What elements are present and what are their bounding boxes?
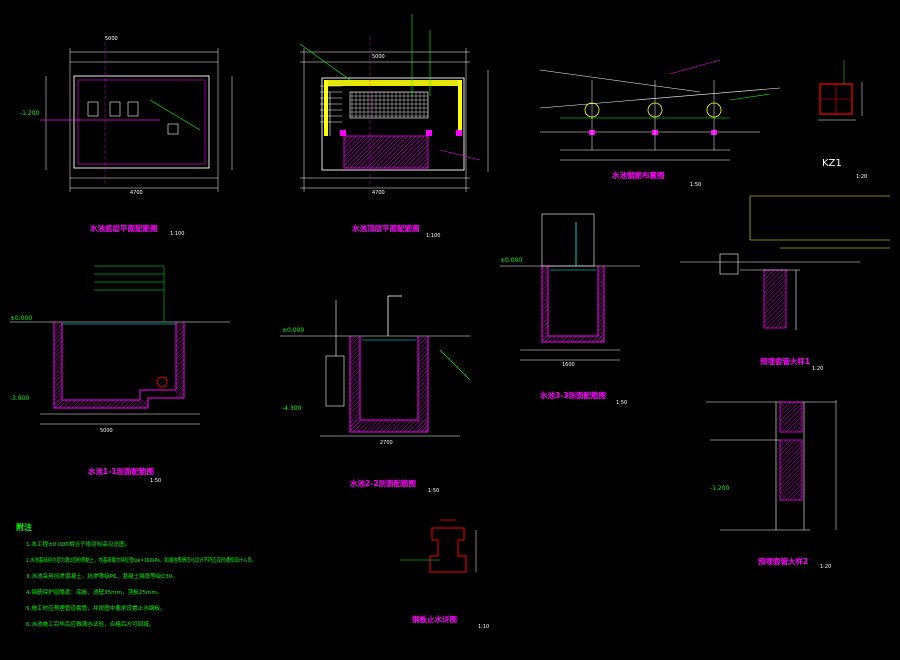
scale-section-1: 1:50 [150,478,161,484]
caption-plan-top: 水池顶层平面配筋图 [352,223,420,233]
dim-s2: 2700 [380,440,393,446]
scale-detail-2: 1:20 [820,564,831,570]
dim-s1: 5000 [100,428,113,434]
section-2-2-view: ±0.000 -4.300 2700 水池2-2剖面配筋图 1:50 [280,295,471,494]
note-line-2: 2.水池基础持力层为第2层粉质黏土，地基承载力特征值fak=160kPa，如遇地… [26,556,256,564]
plan-top-view: 5000 4700 水池顶层平面配筋图 1:100 [299,14,489,239]
caption-detail-2: 预埋套管大样2 [758,556,808,566]
scale-pipe-detail: 1:50 [690,182,701,188]
dim-plan2-top: 5000 [372,54,385,60]
pipe-detail-view: 水池钢筋布置图 1:50 [539,59,781,188]
note-line-4: 4.钢筋保护层厚度：底板、池壁35mm，顶板25mm。 [26,588,162,596]
scale-plan-bottom: 1:100 [170,231,184,237]
dim-plan1-bottom: 4700 [130,190,143,196]
elev-s2-top: ±0.000 [282,327,304,334]
column-kz1-detail: KZ1 1:20 [818,60,867,180]
scale-beam-detail: 1:10 [478,624,489,630]
plan-bottom-view: 5000 4700 -1.200 水池底层平面配筋图 1:100 [20,36,233,237]
caption-plan-bottom: 水池底层平面配筋图 [90,223,158,233]
elev-s2-bottom: -4.300 [282,405,302,412]
detail-1-view: 预埋套管大样1 1:20 [680,195,890,372]
caption-section-2: 水池2-2剖面配筋图 [350,478,417,488]
note-line-5: 5.施工时应预埋管道套管，并按图中要求设置止水钢板。 [26,604,166,612]
general-notes: 附注 1.本工程±0.000相当于绝对标高见总图。 2.水池基础持力层为第2层粉… [16,522,256,628]
scale-section-2: 1:50 [428,488,439,494]
scale-section-3: 1:50 [616,400,627,406]
notes-heading: 附注 [16,522,32,532]
dim-s3: 1600 [562,362,575,368]
elev-s1-bottom: -3.900 [10,395,30,402]
elev-plan1: -1.200 [20,110,40,117]
caption-section-3: 水池3-3剖面配筋图 [540,390,607,400]
scale-plan-top: 1:100 [426,233,440,239]
elev-s3-top: ±0.000 [500,257,522,264]
section-3-3-view: ±0.000 1600 水池3-3剖面配筋图 1:50 [500,213,640,406]
caption-pipe-detail: 水池钢筋布置图 [612,170,665,180]
note-line-1: 1.本工程±0.000相当于绝对标高见总图。 [26,540,130,548]
elev-s1-top: ±0.000 [10,315,32,322]
caption-beam-detail: 钢板止水详图 [412,614,457,624]
column-label: KZ1 [822,158,842,169]
detail-2-view: -1.200 预埋套管大样2 1:20 [706,400,837,570]
scale-detail-1: 1:20 [812,366,823,372]
note-line-6: 6.水池施工完毕后应做满水试验，合格后方可回填。 [26,620,154,628]
note-line-3: 3.水池采用抗渗混凝土，抗渗等级P6，混凝土强度等级C30。 [26,572,178,580]
caption-detail-1: 预埋套管大样1 [760,356,810,366]
caption-section-1: 水池1-1剖面配筋图 [88,466,155,476]
dim-plan2-bottom: 4700 [372,190,385,196]
beam-detail-view: 钢板止水详图 1:10 [400,519,489,630]
dim-plan1-top: 5000 [105,36,118,42]
section-1-1-view: ±0.000 -3.900 5000 水池1-1剖面配筋图 1:50 [10,265,230,484]
scale-kz1: 1:20 [856,174,867,180]
elev-detail-2: -1.200 [710,485,730,492]
